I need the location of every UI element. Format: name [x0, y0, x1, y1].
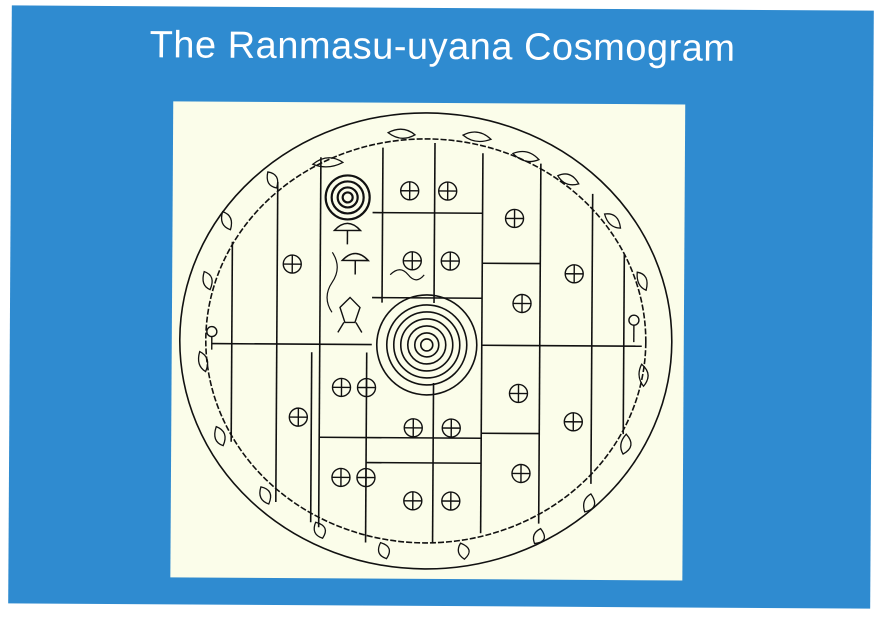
sun-spiral [326, 175, 370, 219]
figure-glyph [338, 297, 362, 332]
cosmogram-drawing [170, 101, 685, 580]
cosmogram-image [170, 101, 685, 580]
central-spiral [376, 295, 477, 396]
umbrella-symbols [334, 223, 368, 274]
presentation-slide: The Ranmasu-uyana Cosmogram [8, 5, 874, 608]
slide-title: The Ranmasu-uyana Cosmogram [11, 23, 873, 71]
wavy-line [327, 252, 337, 312]
small-serpent [390, 270, 424, 280]
inner-ring [205, 138, 647, 545]
outer-ring [178, 111, 673, 570]
